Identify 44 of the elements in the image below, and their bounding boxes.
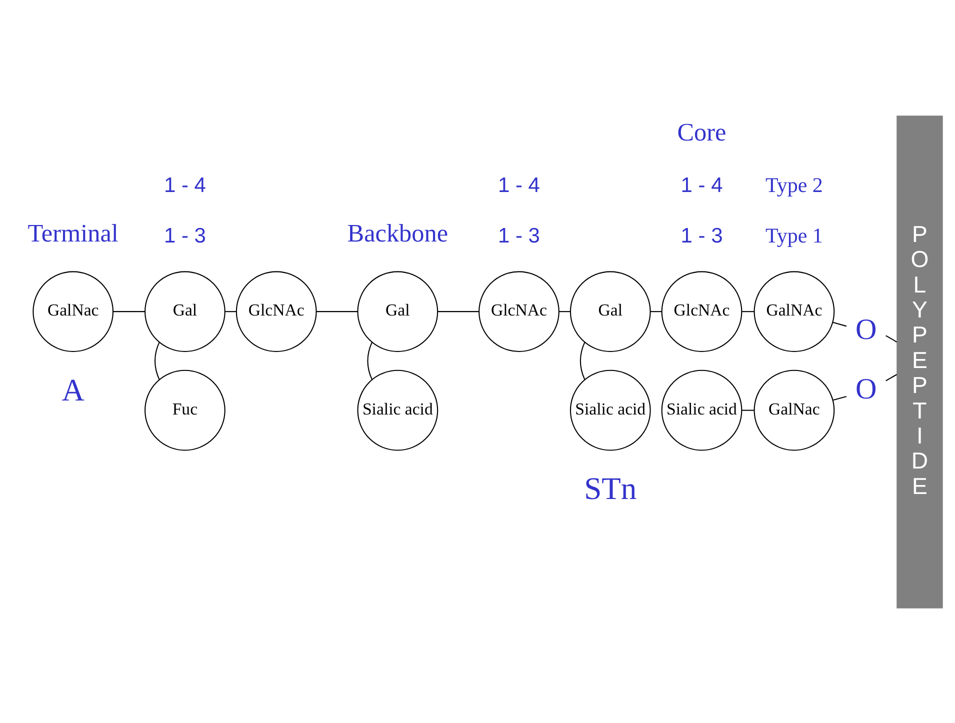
connector: [650, 310, 662, 312]
node-circle: GalNac: [754, 369, 835, 450]
label: 1 - 4: [498, 173, 540, 196]
connector: [438, 310, 479, 312]
label: 1 - 4: [164, 173, 206, 196]
connector: [558, 310, 570, 312]
node-circle: GlcNAc: [478, 270, 560, 352]
label: STn: [584, 470, 637, 506]
label: Backbone: [347, 220, 448, 247]
connector: [886, 374, 898, 381]
connector: [154, 342, 160, 380]
label: A: [62, 372, 84, 407]
node-circle: Sialic acid: [357, 369, 438, 450]
connector: [224, 310, 236, 312]
label: Terminal: [28, 220, 118, 247]
node-circle: Gal: [570, 270, 651, 352]
connector: [367, 342, 372, 380]
connector: [113, 310, 146, 312]
connector: [316, 310, 358, 312]
node-circle: GalNAc: [754, 270, 835, 352]
node-circle: Gal: [144, 270, 226, 352]
node-circle: GlcNAc: [236, 270, 317, 352]
label: 1 - 4: [680, 173, 723, 196]
node-text: O: [856, 313, 877, 346]
connector: [886, 334, 898, 342]
connector: [742, 409, 754, 410]
label: Type 1: [765, 222, 823, 247]
label: 1 - 3: [498, 224, 540, 247]
connector: [742, 310, 754, 312]
label: Core: [677, 119, 726, 146]
connector: [832, 321, 847, 326]
node-circle: GlcNAc: [661, 270, 742, 352]
node-circle: GalNac: [32, 270, 114, 352]
node-box: POLYPEPTIDE: [896, 115, 943, 608]
connector: [832, 395, 847, 400]
node-circle: Fuc: [144, 369, 226, 450]
connector: [580, 342, 586, 380]
label: Type 2: [765, 172, 823, 196]
node-circle: Sialic acid: [570, 369, 651, 450]
node-circle: Sialic acid: [661, 369, 742, 450]
node-text: O: [856, 373, 877, 406]
label: 1 - 3: [164, 224, 206, 247]
node-circle: Gal: [357, 270, 438, 352]
label: 1 - 3: [680, 224, 723, 247]
